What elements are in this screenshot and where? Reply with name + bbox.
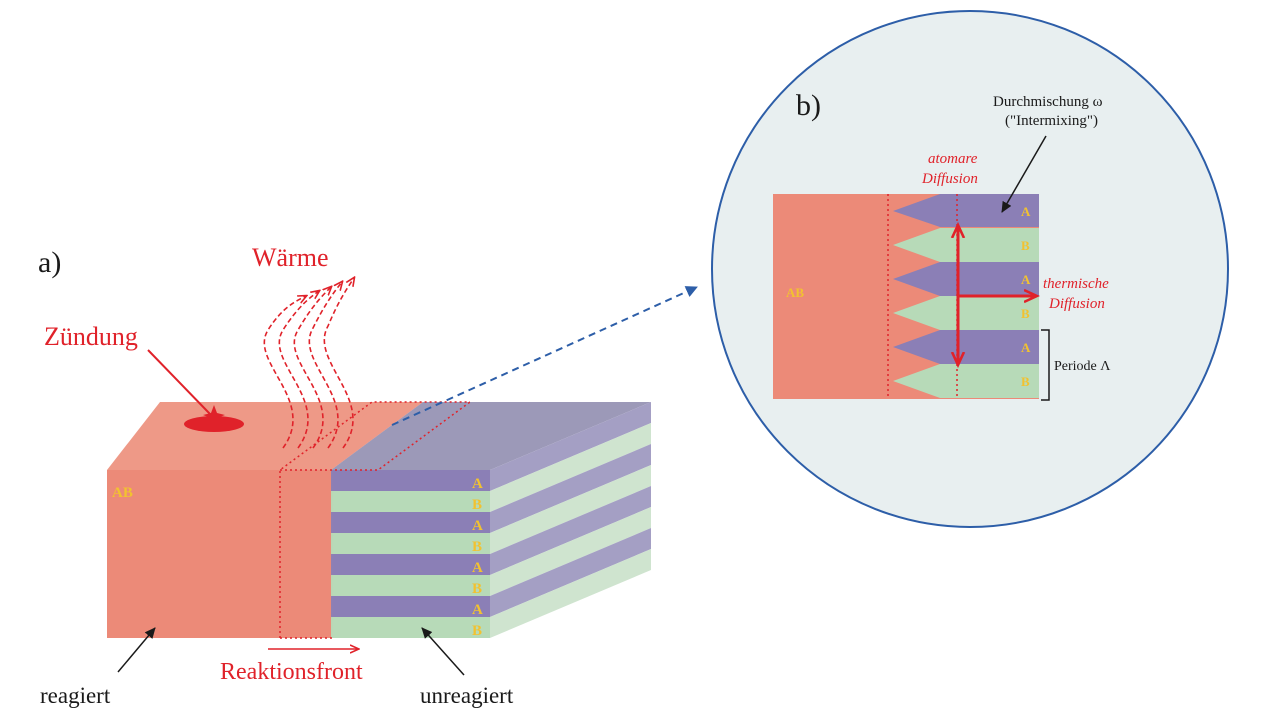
zoom-layer-labels: A B A B A B (1021, 204, 1031, 389)
ignition-spark-icon (203, 405, 225, 426)
svg-text:A: A (1021, 204, 1031, 219)
svg-text:B: B (472, 623, 482, 639)
heat-label: Wärme (252, 243, 329, 272)
svg-text:A: A (472, 560, 483, 576)
side-layers (490, 402, 651, 638)
reaction-front-outline (279, 401, 471, 639)
svg-text:A: A (472, 602, 483, 618)
svg-text:B: B (472, 581, 482, 597)
svg-text:A: A (472, 476, 483, 492)
svg-text:B: B (472, 539, 482, 555)
block-ab-label: AB (112, 485, 133, 501)
svg-text:A: A (1021, 272, 1031, 287)
period-bracket (1041, 329, 1050, 401)
panel-a: AB A B A B A B A B a) Wärme (38, 243, 651, 708)
reacted-pointer-arrow (117, 627, 156, 673)
panel-b: b) Durchmischung ω ("Intermixing") atoma… (711, 10, 1229, 528)
front-layers (331, 470, 490, 638)
svg-text:B: B (472, 497, 482, 513)
ignition-label: Zündung (44, 322, 138, 351)
reacted-label: reagiert (40, 683, 111, 708)
ignition-arrow (147, 349, 211, 415)
panel-a-label: a) (38, 246, 61, 279)
period-label: Periode Λ (1054, 359, 1111, 374)
block-top-unreacted (331, 402, 651, 470)
thermal-diffusion-label-1: thermische (1043, 276, 1109, 292)
zoom-connector-arrow (391, 286, 698, 426)
unreacted-pointer-arrow (421, 627, 465, 676)
zoom-ab-label: AB (786, 285, 804, 300)
heat-waves (263, 278, 354, 449)
thermal-diffusion-label-2: Diffusion (1048, 296, 1105, 312)
intermixing-label-2: ("Intermixing") (1005, 113, 1098, 129)
svg-text:B: B (1021, 238, 1030, 253)
intermixing-pointer-arrow (1001, 135, 1047, 213)
svg-text:B: B (1021, 306, 1030, 321)
panel-b-label: b) (796, 89, 821, 122)
unreacted-label: unreagiert (420, 683, 514, 708)
reaction-front-label: Reaktionsfront (220, 659, 363, 685)
atomic-diffusion-label-2: Diffusion (921, 171, 978, 187)
svg-text:B: B (1021, 374, 1030, 389)
layer-labels: A B A B A B A B (472, 476, 483, 639)
svg-text:A: A (472, 518, 483, 534)
atomic-diffusion-label-1: atomare (928, 151, 978, 167)
reaction-front-zone (290, 470, 334, 638)
svg-text:A: A (1021, 340, 1031, 355)
intermixing-label-1: Durchmischung ω (993, 94, 1103, 110)
